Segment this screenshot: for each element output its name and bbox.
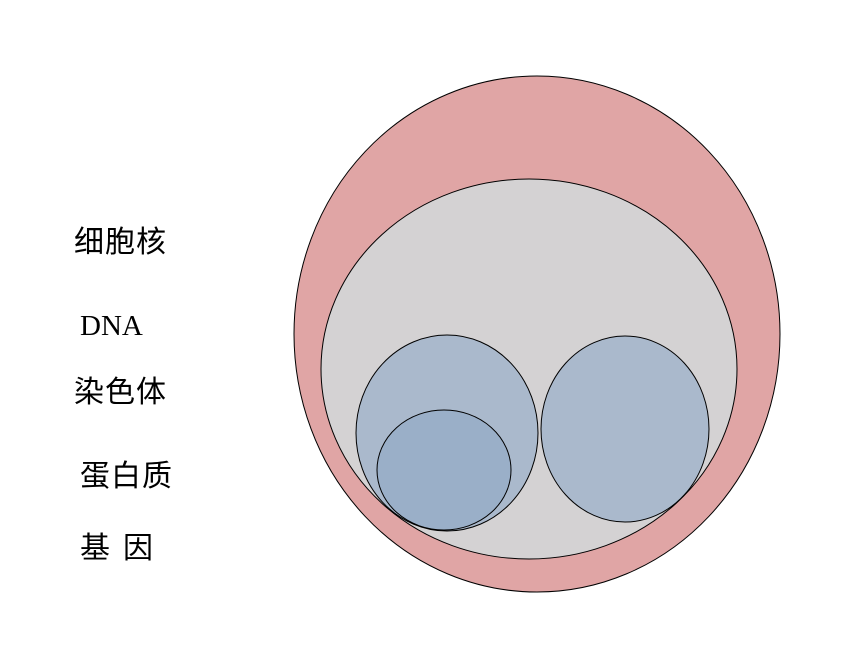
label-chromosome: 染色体 [74, 375, 167, 410]
label-protein: 蛋白质 [80, 459, 173, 494]
right-inner-ellipse [540, 335, 710, 523]
label-dna: DNA [80, 310, 143, 342]
label-gene-part2: 因 [123, 531, 154, 566]
label-nucleus: 细胞核 [74, 225, 167, 260]
label-gene: 基因 [80, 534, 154, 564]
innermost-ellipse [376, 409, 512, 531]
label-gene-part1: 基 [80, 531, 111, 566]
